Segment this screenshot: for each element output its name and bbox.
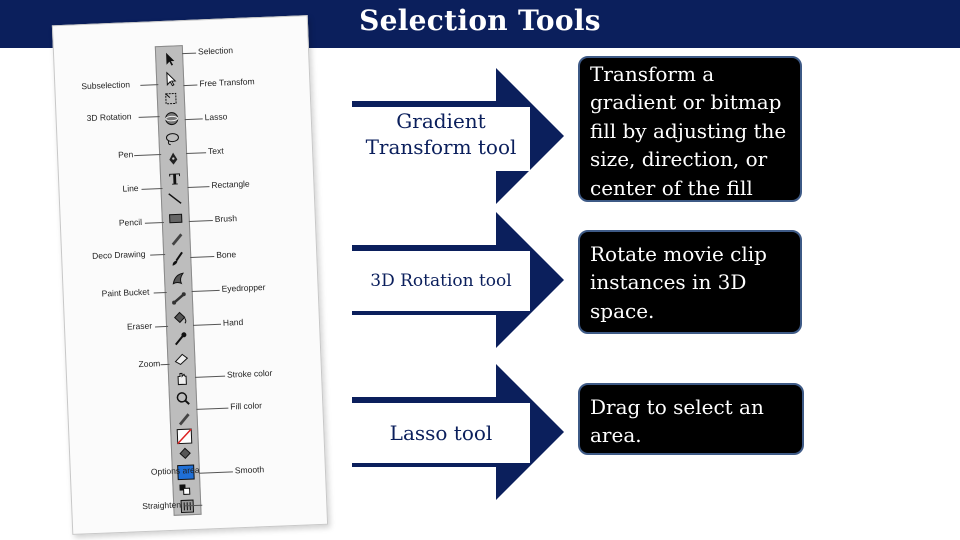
arrow-label-gradient-transform: Gradient Transform tool: [352, 107, 530, 171]
tool-label-line: Line: [122, 182, 139, 194]
deco-drawing-icon: [169, 270, 188, 287]
leader-line: [195, 375, 226, 378]
tool-label-text: Text: [207, 145, 224, 157]
fill-color-swatch-icon: [177, 464, 196, 481]
tool-label-eyedropper: Eyedropper: [221, 281, 266, 294]
tool-label-subselection: Subselection: [81, 79, 131, 92]
eraser-icon: [172, 350, 191, 367]
svg-text:T: T: [169, 170, 182, 187]
tool-label-zoom: Zoom: [138, 358, 161, 370]
leader-line: [190, 256, 215, 258]
pencil-icon: [167, 230, 186, 247]
arrow-gradient-transform: Gradient Transform tool: [352, 68, 564, 204]
leader-line: [182, 52, 197, 55]
tool-label-hand: Hand: [222, 316, 244, 328]
tool-label-straighten: Straighten: [142, 499, 182, 512]
eyedropper-icon: [171, 330, 190, 347]
tool-label-stroke-color: Stroke color: [226, 367, 273, 380]
tool-label-rectangle: Rectangle: [211, 178, 250, 191]
leader-line: [138, 116, 160, 118]
text-icon: T: [165, 170, 184, 187]
leader-line: [191, 289, 220, 292]
tool-label-bone: Bone: [216, 249, 237, 260]
arrow-label-lasso: Lasso tool: [352, 403, 530, 463]
tool-label-eraser: Eraser: [126, 320, 153, 332]
tool-label-smooth: Smooth: [234, 464, 265, 476]
lasso-icon: [163, 130, 182, 147]
tool-label-options-area: Options area: [150, 464, 200, 477]
pen-icon: [164, 150, 183, 167]
tool-label-paint-bucket: Paint Bucket: [101, 286, 150, 299]
leader-line: [186, 152, 207, 155]
arrow-label-3d-rotation: 3D Rotation tool: [352, 251, 530, 311]
swap-colors-icon: [177, 482, 196, 499]
3d-rotation-icon: [162, 110, 181, 127]
description-box-3d-rotation: Rotate movie clip instances in 3D space.: [578, 230, 802, 334]
tool-label-brush: Brush: [214, 213, 238, 224]
tools-panel-figure: T Subselection 3D Rotation Pen Line Penc…: [51, 15, 329, 535]
tool-label-lasso: Lasso: [204, 111, 228, 123]
line-icon: [166, 190, 185, 207]
leader-line: [196, 407, 229, 410]
stroke-color-pencil-icon: [174, 410, 193, 427]
leader-line: [187, 186, 210, 189]
tool-label-selection: Selection: [197, 45, 234, 57]
toolbar-strip: T: [154, 45, 202, 516]
paint-bucket-icon: [170, 310, 189, 327]
description-box-lasso: Drag to select an area.: [578, 383, 804, 455]
leader-line: [141, 188, 163, 190]
tool-label-fill-color: Fill color: [230, 400, 263, 412]
leader-line: [193, 323, 222, 326]
hand-icon: [173, 370, 192, 387]
arrow-lasso: Lasso tool: [352, 364, 564, 500]
description-box-gradient-transform: Transform a gradient or bitmap fill by a…: [578, 56, 802, 202]
zoom-icon: [174, 390, 193, 407]
leader-line: [198, 471, 233, 474]
leader-line: [188, 220, 213, 223]
subselection-arrow-icon: [161, 70, 180, 87]
options-icon: [178, 498, 197, 515]
selection-arrow-icon: [160, 50, 179, 67]
tool-label-free-transform: Free Transfom: [199, 76, 255, 89]
tool-label-deco-drawing: Deco Drawing: [91, 248, 146, 261]
free-transform-icon: [162, 90, 181, 107]
arrow-3d-rotation: 3D Rotation tool: [352, 212, 564, 348]
leader-line: [183, 84, 198, 87]
leader-line: [184, 118, 203, 121]
bone-icon: [170, 290, 189, 307]
tool-label-pencil: Pencil: [118, 216, 143, 228]
tool-label-pen: Pen: [117, 149, 134, 160]
rectangle-icon: [166, 210, 185, 227]
page-title: Selection Tools: [359, 4, 601, 37]
leader-line: [134, 154, 162, 157]
brush-icon: [168, 250, 187, 267]
tool-label-3d-rotation: 3D Rotation: [86, 111, 132, 124]
stroke-color-swatch-icon: [175, 428, 194, 445]
fill-bucket-icon: [176, 446, 195, 463]
